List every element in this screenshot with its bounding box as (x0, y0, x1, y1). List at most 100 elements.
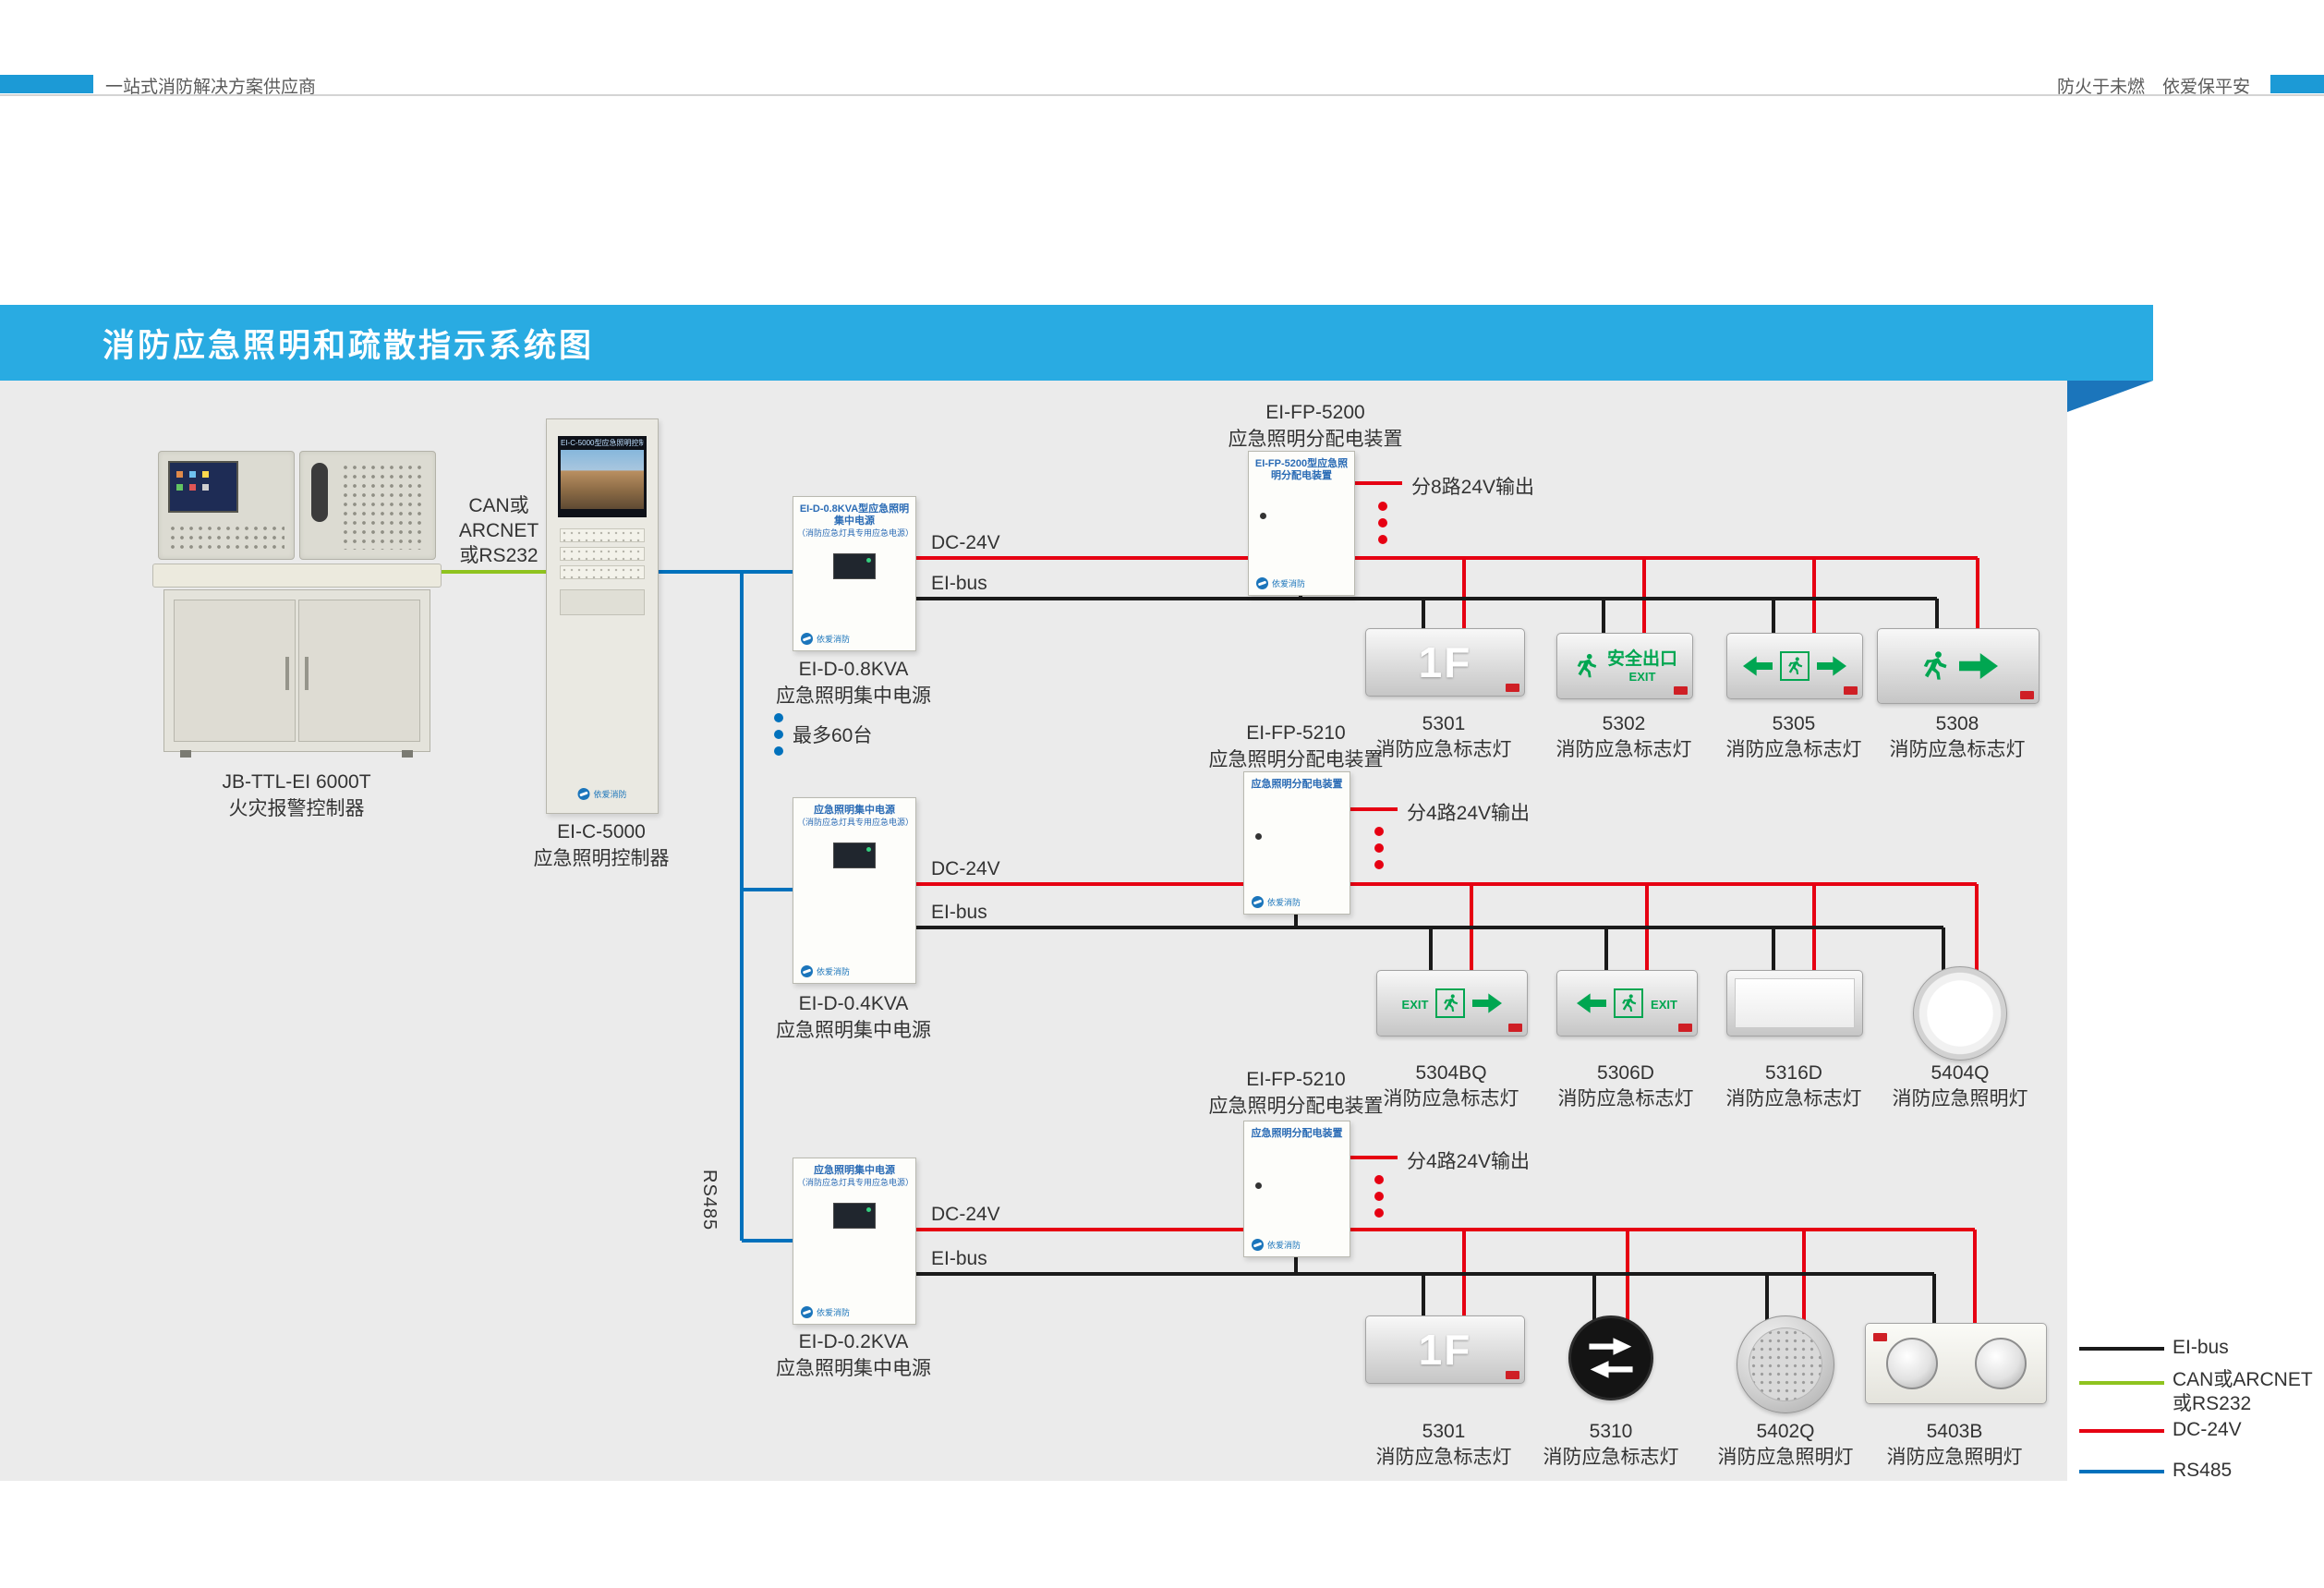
power-name: 应急照明集中电源 (776, 685, 931, 707)
eifire-logo: 依爱消防 (1252, 896, 1301, 908)
power-panel-title: EI-D-0.8KVA型应急照明集中电源 (799, 503, 910, 527)
lamp-model: 5403B (1926, 1421, 1983, 1442)
power-panel-title: 应急照明集中电源 (814, 805, 895, 816)
legend-line-can (2079, 1381, 2164, 1385)
power-model: EI-D-0.8KVA (798, 659, 909, 680)
console-cabinet (163, 589, 430, 752)
lamp-name: 消防应急照明灯 (1886, 1447, 2023, 1468)
lamp-caption: 5306D 消防应急标志灯 (1533, 1061, 1718, 1112)
cabinet-printer-slot (560, 589, 645, 615)
console-keypad-2 (341, 463, 426, 550)
legend-line-eibus (2079, 1347, 2164, 1351)
spot-lamp-right (1974, 1338, 2027, 1389)
lamp-5304bq-row2: EXIT (1376, 970, 1528, 1036)
console-desk (152, 564, 442, 588)
arrow-right-icon (1817, 656, 1846, 676)
running-man-icon (1622, 994, 1637, 1012)
lighting-controller-image: EI-C-5000型应急照明控制器 依爱消防 (546, 418, 659, 814)
eifire-logo: 依爱消防 (1252, 1239, 1301, 1251)
exit-en-text: EXIT (1651, 998, 1677, 1012)
lamp-name: 消防应急标志灯 (1383, 1088, 1519, 1109)
power-model: EI-D-0.2KVA (798, 1331, 909, 1352)
console-display (168, 461, 238, 513)
lamp-model: 5316D (1765, 1062, 1822, 1084)
lamp-5306d-row2: EXIT (1556, 970, 1698, 1036)
console-right-panel (299, 451, 436, 560)
lamp-caption: 5402Q 消防应急照明灯 (1693, 1419, 1878, 1471)
lamp-model: 5404Q (1931, 1062, 1990, 1084)
can-link-line1: CAN或 (468, 495, 529, 516)
eifire-logo: 依爱消防 (801, 1306, 850, 1318)
power-panel-subtitle: （消防应急灯具专用应急电源） (797, 818, 914, 827)
header-slogan-left: 一站式消防解决方案供应商 (105, 78, 317, 97)
arrow-right-icon (1472, 993, 1503, 1013)
distributor-2-output-label: 分4路24V输出 (1407, 803, 1531, 824)
lighting-controller-caption: EI-C-5000 应急照明控制器 (500, 818, 703, 872)
eifire-logo-text: 依爱消防 (817, 635, 851, 644)
header-divider (0, 94, 2324, 96)
eifire-swoosh-icon (577, 788, 590, 800)
lamp-caption: 5308 消防应急标志灯 (1865, 711, 2050, 763)
power-display (833, 842, 876, 868)
console-keypad (168, 524, 284, 552)
power-supply-1-caption: EI-D-0.8KVA 应急照明集中电源 (752, 656, 955, 709)
lamp-model: 5301 (1422, 713, 1466, 734)
eibus-label-row2: EI-bus (931, 902, 987, 923)
lamp-model: 5308 (1935, 713, 1979, 734)
lamp-model: 5304BQ (1415, 1062, 1487, 1084)
brand-tag (1508, 1024, 1522, 1032)
power-display (833, 553, 876, 579)
distributor-model: EI-FP-5210 (1246, 722, 1346, 744)
title-banner: 消防应急照明和疏散指示系统图 (0, 305, 2153, 381)
running-man-icon (1577, 653, 1597, 678)
cabinet-screen-label: EI-C-5000型应急照明控制器 (561, 439, 644, 447)
runner-pictogram (1435, 988, 1466, 1018)
brand-tag (1873, 1333, 1887, 1341)
lamp-name: 消防应急标志灯 (1725, 739, 1862, 760)
lamp-5403b-row3 (1865, 1323, 2047, 1404)
phone-handset-icon (311, 463, 328, 522)
lamp-name: 消防应急标志灯 (1375, 1447, 1512, 1468)
eifire-swoosh-icon (801, 965, 813, 977)
brand-tag (1674, 686, 1688, 695)
lamp-5301-row1: 1F (1365, 628, 1525, 697)
fire-alarm-controller-image (152, 451, 442, 758)
fire-controller-model: JB-TTL-EI 6000T (222, 771, 371, 793)
eifire-logo-text: 依爱消防 (817, 1308, 851, 1317)
distributor-1: EI-FP-5200型应急照明分配电装置 依爱消防 (1248, 451, 1355, 596)
eibus-label-row3: EI-bus (931, 1248, 987, 1269)
distributor-2: 应急照明分配电装置 依爱消防 (1243, 771, 1350, 915)
eifire-logo: 依爱消防 (801, 965, 850, 977)
power-name: 应急照明集中电源 (776, 1020, 931, 1041)
dc24v-label-row2: DC-24V (931, 858, 1000, 879)
lamp-caption: 5403B 消防应急照明灯 (1862, 1419, 2047, 1471)
eifire-logo-text: 依爱消防 (817, 967, 851, 976)
distributor-model: EI-FP-5200 (1265, 402, 1365, 423)
eifire-swoosh-icon (1252, 1239, 1264, 1251)
power-panel-subtitle: （消防应急灯具专用应急电源） (797, 528, 914, 538)
lamp-name: 消防应急标志灯 (1557, 1088, 1694, 1109)
lamp-name: 消防应急标志灯 (1543, 1447, 1679, 1468)
eifire-logo-text: 依爱消防 (1267, 1241, 1301, 1250)
distributor-1-caption: EI-FP-5200 应急照明分配电装置 (1214, 399, 1417, 453)
running-man-icon (1923, 651, 1947, 680)
eifire-logo-text: 依爱消防 (1267, 898, 1301, 907)
legend-line-dc24v (2079, 1429, 2164, 1433)
spot-lamp-left (1885, 1338, 1938, 1389)
console-left-panel (158, 451, 295, 560)
lamp-name: 消防应急标志灯 (1725, 1088, 1862, 1109)
power-supply-2: 应急照明集中电源 （消防应急灯具专用应急电源） 依爱消防 (793, 797, 916, 984)
cabinet-panel-strip (560, 565, 645, 579)
arrow-right-icon (1959, 653, 1998, 679)
power-supply-2-caption: EI-D-0.4KVA 应急照明集中电源 (752, 990, 955, 1044)
lamp-caption: 5304BQ 消防应急标志灯 (1359, 1061, 1543, 1112)
legend-label-can-1: CAN或ARCNET (2173, 1369, 2313, 1390)
header-accent-left (0, 75, 93, 93)
lamp-model: 5306D (1597, 1062, 1654, 1084)
distributor-panel-title: 应急照明分配电装置 (1251, 1128, 1343, 1139)
power-supply-3-caption: EI-D-0.2KVA 应急照明集中电源 (752, 1328, 955, 1382)
power-name: 应急照明集中电源 (776, 1358, 931, 1379)
legend-label-dc24v: DC-24V (2173, 1419, 2242, 1440)
lamp-5302-row1: 安全出口 EXIT (1556, 633, 1693, 699)
